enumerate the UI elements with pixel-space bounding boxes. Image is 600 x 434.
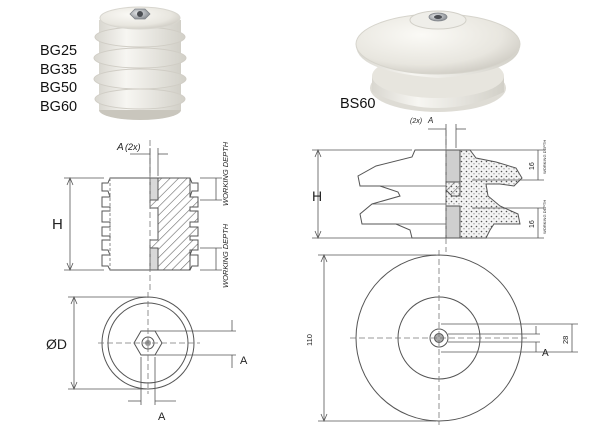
bg-plan-labels: ØD A A (46, 336, 248, 423)
bg-height-label: H (52, 216, 63, 233)
bg-model-list: BG25 BG35 BG50 BG60 (40, 42, 77, 116)
bg-thread-qty-label: (2x) (125, 142, 141, 152)
bs60-height-label: H (312, 188, 322, 204)
bg-insulator-photo (93, 6, 187, 120)
bg-side-elevation (64, 140, 222, 292)
bs60-thread-a-label: A (427, 116, 433, 125)
bg-plan-a-bottom-label: A (158, 411, 166, 423)
bg-working-depth-top: WORKING DEPTH (221, 141, 230, 206)
model-bg60: BG60 (40, 98, 78, 115)
bs60-side-labels: H A (2x) 16 16 WORKING DEPTH WORKING DEP… (312, 116, 547, 234)
model-bg25: BG25 (40, 43, 78, 59)
model-bg35: BG35 (40, 61, 78, 78)
bs60-working-depth-top: WORKING DEPTH (542, 140, 547, 174)
bg-plan-view (68, 292, 236, 405)
bs60-28-label: 28 (561, 336, 570, 344)
bs60-side-elevation (312, 124, 544, 252)
bs60-thread-qty-label: (2x) (410, 118, 422, 125)
bg-working-depth-bottom: WORKING DEPTH (221, 223, 230, 288)
bs60-plan-labels: 110 28 A (305, 334, 570, 359)
bs60-insulator-photo (355, 10, 521, 112)
model-bg50: BG50 (40, 80, 78, 96)
bs60-working-depth-bottom: WORKING DEPTH (542, 200, 547, 234)
bs60-16-top: 16 (529, 162, 536, 170)
model-bs60: BS60 (340, 96, 376, 112)
bg-plan-a-side-label: A (240, 355, 248, 367)
bs60-plan-view (318, 250, 578, 425)
bg-thread-a-label: A (116, 142, 124, 153)
bs60-16-bottom: 16 (529, 220, 536, 228)
bs60-plan-a-label: A (542, 348, 549, 359)
bg-side-labels: H A (2x) WORKING DEPTH WORKING DEPTH (52, 141, 230, 288)
bg-diameter-label: ØD (46, 336, 67, 352)
bs60-110-label: 110 (305, 334, 314, 346)
